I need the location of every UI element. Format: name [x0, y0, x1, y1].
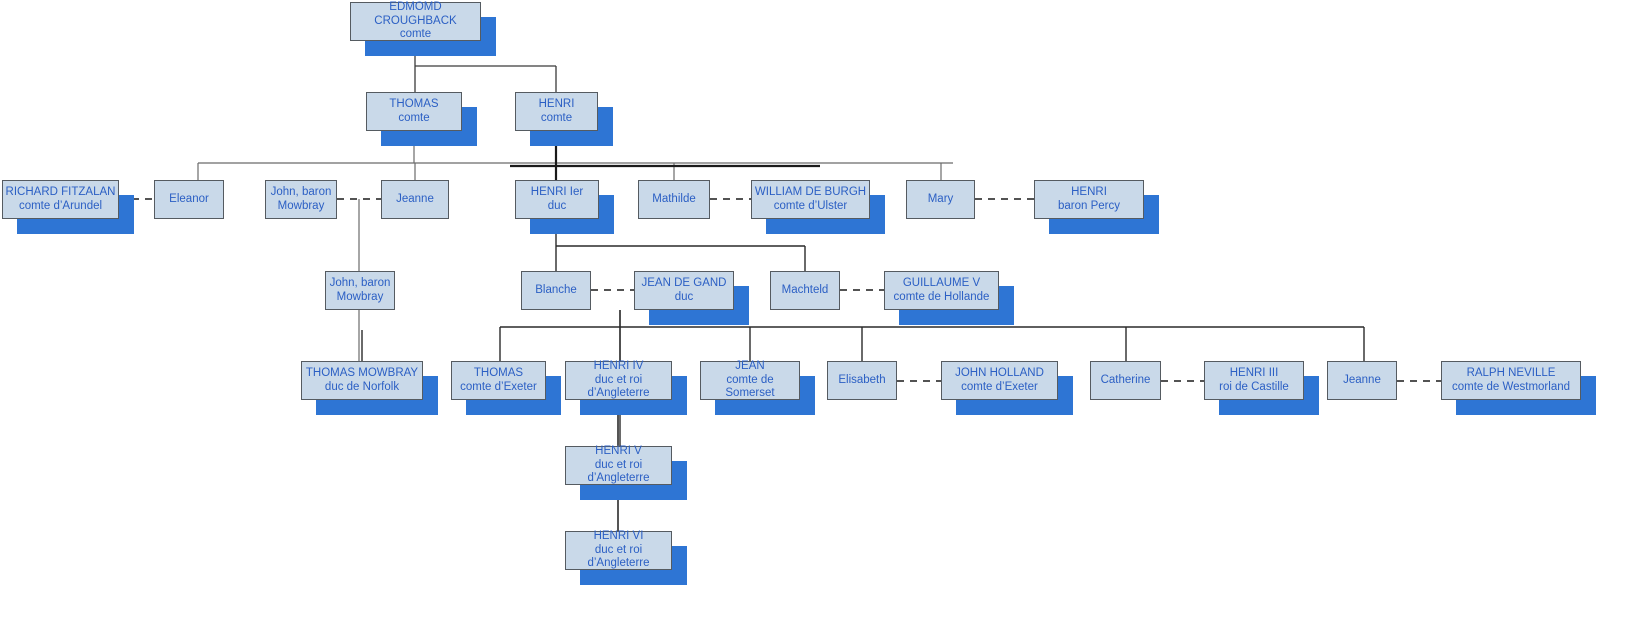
node-mathilde[interactable]: Mathilde — [638, 180, 710, 219]
node-catherine[interactable]: Catherine — [1090, 361, 1161, 400]
node-eleanor[interactable]: Eleanor — [154, 180, 224, 219]
node-mary[interactable]: Mary — [906, 180, 975, 219]
node-title: WILLIAM DE BURGH — [754, 185, 867, 198]
node-subtitle: comte d’Exeter — [460, 380, 537, 393]
node-title: JOHN HOLLAND — [955, 366, 1044, 379]
node-title: JEAN — [735, 360, 765, 373]
node-title: HENRI III — [1229, 366, 1279, 379]
node-title: EDMOMD CROUGHBACK — [374, 1, 457, 27]
node-title: HENRI Ier — [530, 185, 584, 198]
node-machteld[interactable]: Machteld — [770, 271, 840, 310]
node-subtitle: Mowbray — [336, 290, 384, 303]
node-blanche[interactable]: Blanche — [521, 271, 591, 310]
node-title: John, baron — [270, 185, 332, 198]
node-title: THOMAS MOWBRAY — [305, 366, 419, 379]
node-subtitle: baron Percy — [1057, 199, 1120, 212]
node-title: HENRI IV — [593, 360, 644, 373]
node-subtitle: comte — [398, 111, 430, 124]
node-title: Mary — [927, 192, 954, 205]
node-subtitle: comte de Hollande — [893, 290, 990, 303]
node-title: Machteld — [781, 283, 829, 296]
node-subtitle: Mowbray — [277, 199, 325, 212]
node-subtitle: comte d’Ulster — [773, 199, 848, 212]
node-elisabeth[interactable]: Elisabeth — [827, 361, 897, 400]
node-title: Elisabeth — [838, 373, 886, 386]
node-title: JEAN DE GAND — [641, 276, 727, 289]
node-title: Catherine — [1100, 373, 1151, 386]
node-jeanne1[interactable]: Jeanne — [381, 180, 449, 219]
node-title: John, baron — [329, 276, 391, 289]
node-title: THOMAS — [473, 366, 524, 379]
node-title: THOMAS — [389, 97, 439, 110]
node-jeanne2[interactable]: Jeanne — [1327, 361, 1397, 400]
node-title: Eleanor — [169, 192, 209, 205]
node-subtitle: duc et roi d’Angleterre — [587, 543, 650, 570]
node-title: HENRI — [1071, 185, 1107, 198]
node-subtitle: duc et roi d’Angleterre — [587, 458, 650, 485]
node-title: Jeanne — [1343, 373, 1381, 386]
node-subtitle: duc et roi d’Angleterre — [587, 373, 650, 400]
node-subtitle: comte — [540, 111, 573, 124]
node-title: HENRI V — [595, 445, 642, 458]
node-subtitle: comte — [399, 28, 432, 41]
node-title: Mathilde — [652, 192, 696, 205]
node-subtitle: comte de Somerset — [725, 373, 775, 400]
node-title: RALPH NEVILLE — [1466, 366, 1556, 379]
node-title: RICHARD FITZALAN — [5, 185, 116, 198]
node-subtitle: comte de Westmorland — [1451, 380, 1571, 393]
node-subtitle: comte d’Exeter — [961, 380, 1038, 393]
node-title: HENRI VI — [593, 530, 644, 543]
node-title: Jeanne — [396, 192, 434, 205]
node-title: HENRI — [538, 97, 575, 110]
node-subtitle: duc de Norfolk — [324, 380, 400, 393]
node-title: GUILLAUME V — [902, 276, 981, 289]
node-subtitle: comte d’Arundel — [18, 199, 103, 212]
node-title: Blanche — [535, 283, 577, 296]
node-subtitle: duc — [674, 290, 694, 303]
node-subtitle: duc — [547, 199, 567, 212]
node-subtitle: roi de Castille — [1219, 380, 1289, 393]
